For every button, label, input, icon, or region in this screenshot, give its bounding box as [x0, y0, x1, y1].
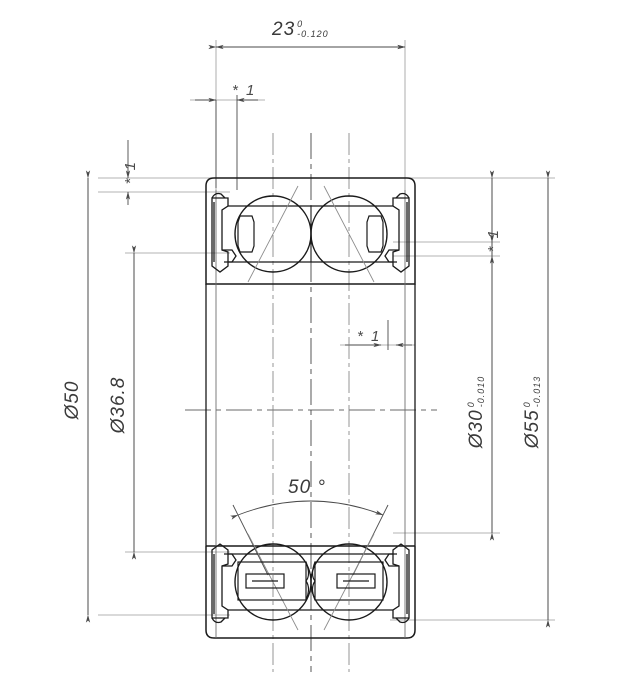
- cage-pocket-top-right: [366, 215, 384, 253]
- tolerance-lower-bore: -0.010: [475, 375, 486, 408]
- dimension-label-shield-od: Ø50: [62, 381, 84, 420]
- tolerance-outer-od: 0-0.013: [522, 375, 542, 408]
- dimension-line-note-top: [195, 95, 258, 190]
- note-ref-right: * 1: [485, 228, 502, 253]
- dimension-value-shield-id: Ø36.8: [108, 376, 129, 434]
- contact-angle-lines: [247, 185, 375, 631]
- cage-bridge-bottom: [305, 561, 316, 601]
- dimension-value-outer-od: Ø55: [522, 409, 543, 449]
- bearing-outer-ring-bottom: [205, 545, 416, 639]
- raceway-lines-bottom: [228, 553, 393, 611]
- shield-assembly-top-right: [384, 192, 410, 273]
- cage-detail-bottom-left: [237, 561, 307, 601]
- note-ref-left: * 1: [122, 160, 139, 185]
- contact-angle-arc-50deg: [230, 500, 389, 576]
- ball-bottom-right: [310, 543, 388, 621]
- tolerance-width: 0-0.120: [297, 19, 329, 39]
- tolerance-lower-width: -0.120: [297, 28, 329, 39]
- note-ref-top: * 1: [232, 82, 257, 99]
- extension-lines: [98, 40, 555, 621]
- tolerance-upper-width: 0: [297, 19, 304, 30]
- tolerance-bore: 0-0.010: [466, 375, 486, 408]
- dimension-value-contact-angle: 50 °: [288, 477, 327, 498]
- dimension-value-width: 23: [272, 19, 296, 40]
- bearing-outer-ring-top: [205, 177, 416, 285]
- cage-pocket-top-left: [237, 215, 255, 253]
- note-ref-center: * 1: [357, 328, 382, 345]
- tolerance-lower-outer-od: -0.013: [531, 375, 542, 408]
- dimension-value-bore: Ø30: [466, 409, 487, 449]
- dimension-value-shield-od: Ø50: [62, 380, 83, 420]
- bearing-outer-side-walls: [205, 284, 416, 546]
- inner-ring-bore-lines: [215, 190, 406, 638]
- dimension-label-shield-id: Ø36.8: [108, 377, 130, 434]
- dimension-label-contact-angle: 50 °: [288, 477, 326, 499]
